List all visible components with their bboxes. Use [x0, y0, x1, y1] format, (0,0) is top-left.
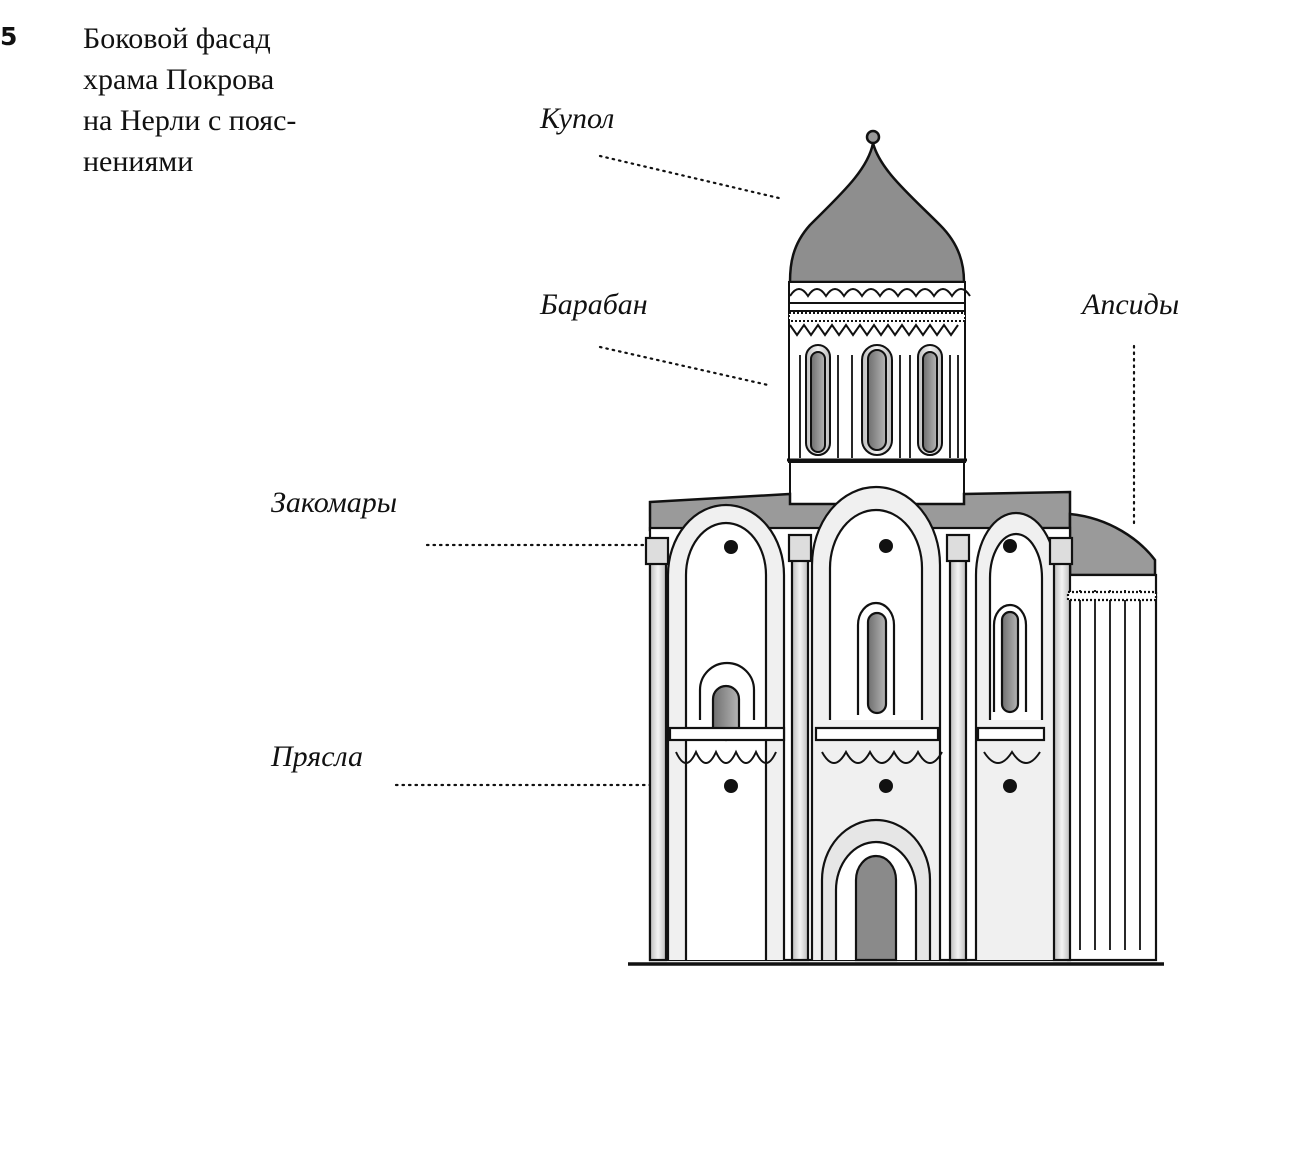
pilaster: [648, 558, 668, 962]
marker-dot: [879, 539, 893, 553]
caption-line: на Нерли с пояс-: [83, 104, 297, 137]
label-zakomary: Закомары: [271, 486, 398, 519]
marker-dot: [879, 779, 893, 793]
window: [866, 611, 888, 715]
label-dome: Купол: [540, 102, 615, 135]
leader-dome: [598, 154, 785, 201]
pilaster: [1052, 553, 1072, 962]
door: [854, 854, 898, 962]
pilaster: [948, 553, 968, 962]
pilaster: [790, 553, 810, 962]
marker-dot: [1003, 539, 1017, 553]
marker-dot: [1003, 779, 1017, 793]
label-apses: Апсиды: [1082, 288, 1180, 321]
label-drum: Барабан: [540, 288, 648, 321]
apse-roof: [1068, 512, 1157, 577]
marker-dot: [724, 779, 738, 793]
marker-dot: [724, 540, 738, 554]
label-bays: Прясла: [271, 740, 363, 773]
figure-number: 5: [0, 22, 18, 51]
dome-cupola: [788, 142, 966, 284]
facade-body: [644, 485, 1158, 962]
window: [1000, 610, 1020, 714]
dome-finial: [865, 129, 881, 145]
drum: [787, 281, 971, 505]
caption-line: храма Покрова: [83, 63, 275, 96]
figure-caption: Боковой фасад храма Покрова на Нерли с п…: [83, 18, 383, 182]
dome: [788, 129, 966, 284]
caption-line: нениями: [83, 145, 194, 178]
leader-drum: [598, 345, 770, 387]
relief-carvings: [724, 539, 1017, 793]
caption-line: Боковой фасад: [83, 22, 271, 55]
